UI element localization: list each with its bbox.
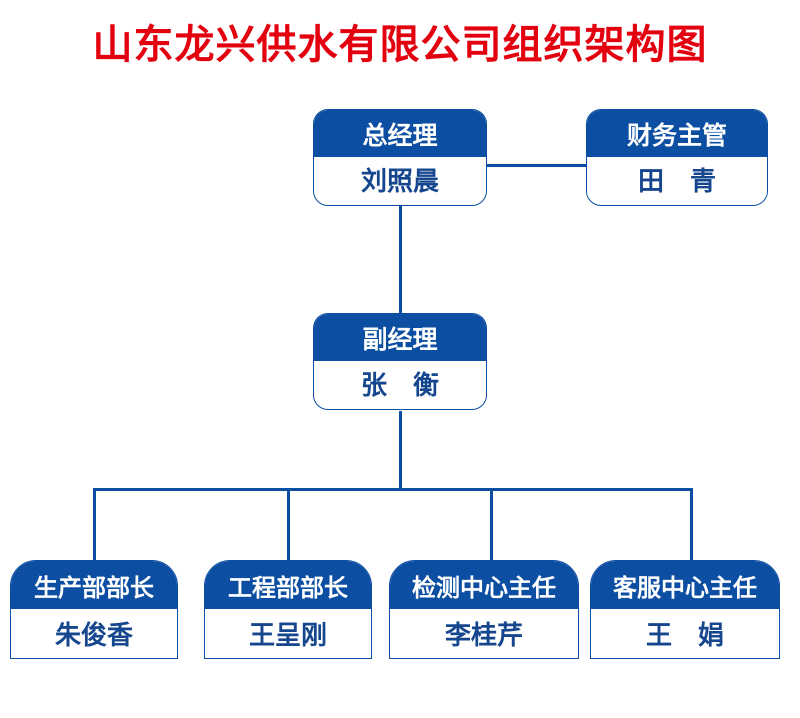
node-finance-supervisor-role: 财务主管 [587, 110, 767, 157]
connector-deputy-to-bar [399, 411, 402, 489]
node-engineering-head-role: 工程部部长 [205, 561, 371, 609]
node-service-center-director-name: 王 娟 [591, 609, 779, 657]
node-service-center-director[interactable]: 客服中心主任 王 娟 [590, 560, 780, 659]
connector-drop-testing [490, 488, 493, 560]
node-deputy-manager-role: 副经理 [314, 314, 486, 361]
node-testing-center-director-name: 李桂芹 [390, 609, 578, 657]
connector-distribution-bar [93, 488, 693, 491]
page-title: 山东龙兴供水有限公司组织架构图 [92, 23, 708, 67]
node-testing-center-director-role: 检测中心主任 [390, 561, 578, 609]
node-finance-supervisor[interactable]: 财务主管 田 青 [586, 109, 768, 206]
connector-drop-service [690, 488, 693, 560]
node-general-manager-role: 总经理 [314, 110, 486, 157]
connector-gm-to-finance [486, 164, 586, 167]
node-engineering-head[interactable]: 工程部部长 王呈刚 [204, 560, 372, 659]
node-testing-center-director[interactable]: 检测中心主任 李桂芹 [389, 560, 579, 659]
node-general-manager[interactable]: 总经理 刘照晨 [313, 109, 487, 206]
connector-drop-engineering [287, 488, 290, 560]
connector-drop-production [93, 488, 96, 560]
node-deputy-manager[interactable]: 副经理 张 衡 [313, 313, 487, 410]
node-engineering-head-name: 王呈刚 [205, 609, 371, 657]
node-finance-supervisor-name: 田 青 [587, 157, 767, 202]
node-deputy-manager-name: 张 衡 [314, 361, 486, 406]
node-general-manager-name: 刘照晨 [314, 157, 486, 202]
node-production-head-role: 生产部部长 [11, 561, 177, 609]
connector-gm-to-deputy [399, 205, 402, 313]
node-production-head-name: 朱俊香 [11, 609, 177, 657]
node-production-head[interactable]: 生产部部长 朱俊香 [10, 560, 178, 659]
node-service-center-director-role: 客服中心主任 [591, 561, 779, 609]
